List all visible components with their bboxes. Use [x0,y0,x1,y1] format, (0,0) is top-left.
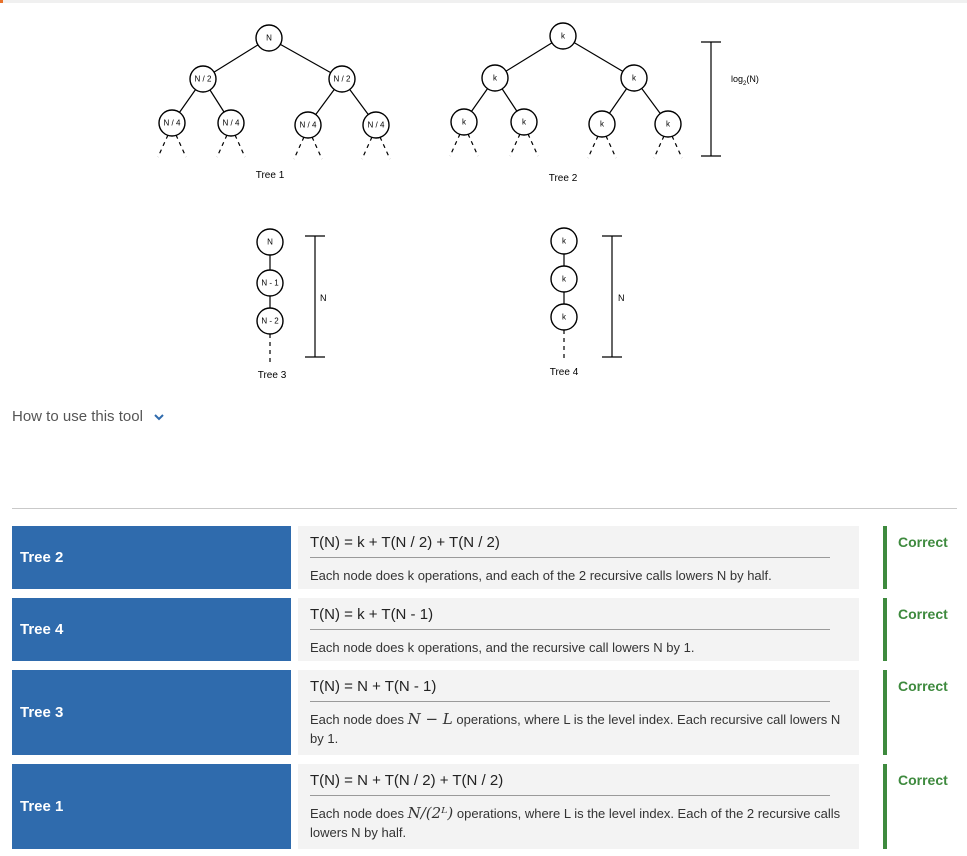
tree-3: N N - 1 N - 2 N Tree 3 [256,228,327,381]
tree-2-node-label: k [632,74,637,83]
tree-3-node [256,269,284,297]
tree-1-node [158,109,186,137]
tree-2-caption: Tree 2 [549,173,578,184]
tree-3-node-label: N [267,238,273,247]
status-correct: Correct [883,526,959,589]
tree-2-node-label: k [522,118,527,127]
status-correct: Correct [883,764,959,849]
recurrence-formula: T(N) = N + T(N - 1) [310,676,830,702]
answer-card[interactable]: T(N) = k + T(N - 1) Each node does k ope… [298,598,859,661]
recursion-trees-diagram: N N / 2 N / 2 N / 4 N / 4 N / 4 N / 4 Tr… [157,22,759,381]
recurrence-formula: T(N) = N + T(N / 2) + T(N / 2) [310,770,830,796]
tree-1: N N / 2 N / 2 N / 4 N / 4 N / 4 N / 4 Tr… [157,24,391,181]
tree-3-button[interactable]: Tree 3 [12,670,291,755]
tree-1-node-label: N / 4 [223,119,240,128]
tree-1-node [294,111,322,139]
tree-1-node [362,111,390,139]
tree-2-root-label: k [561,32,566,41]
tree-1-node [217,109,245,137]
how-to-use-toggle[interactable]: How to use this tool [12,408,165,425]
tree-4-height-label: N [618,293,625,303]
tree-1-node [189,65,217,93]
tree-1-node-label: N / 2 [195,75,212,84]
tree-2-node-label: k [462,118,467,127]
tree-2-node [588,110,616,138]
tree-2-node [450,108,478,136]
tree-2-node [481,64,509,92]
tree-1-node-label: N / 4 [300,121,317,130]
recurrence-formula: T(N) = k + T(N / 2) + T(N / 2) [310,532,830,558]
recurrence-description: Each node does k operations, and the rec… [310,640,695,655]
tree-2-node-label: k [600,120,605,129]
tree-4: k k k N Tree 4 [550,227,625,378]
tree-1-node [328,65,356,93]
tree-2-node-label: k [493,74,498,83]
tree-1-caption: Tree 1 [256,170,285,181]
tree-4-node [550,303,578,331]
tree-1-button[interactable]: Tree 1 [12,764,291,849]
math-expression: N − L [407,710,453,728]
answer-card[interactable]: T(N) = N + T(N / 2) + T(N / 2) Each node… [298,764,859,849]
tree-3-node [256,307,284,335]
tree-4-node-label: k [562,313,567,322]
recurrence-description: Each node does N/(2ᴸ) operations, where … [310,804,841,840]
section-divider [12,508,957,509]
recurrence-description: Each node does k operations, and each of… [310,568,772,583]
tree-2-node [654,110,682,138]
chevron-down-icon [154,413,164,420]
tree-4-node-label: k [562,237,567,246]
tree-4-caption: Tree 4 [550,367,579,378]
tree-3-node [256,228,284,256]
tree-3-height-label: N [320,293,327,303]
tree-4-node [550,265,578,293]
tree-2: k k k k k k k log2(N) Tree 2 [449,22,759,184]
tree-1-node-label: N / 2 [334,75,351,84]
status-correct: Correct [883,670,959,755]
status-correct: Correct [883,598,959,661]
tree-3-node-label: N - 1 [261,279,279,288]
tree-1-node-label: N / 4 [368,121,385,130]
answer-card[interactable]: T(N) = N + T(N - 1) Each node does N − L… [298,670,859,755]
tree-4-node-label: k [562,275,567,284]
tree-2-node [510,108,538,136]
tree-3-caption: Tree 3 [258,370,287,381]
how-to-use-label: How to use this tool [12,408,143,425]
top-bar [0,0,967,3]
math-expression: N/(2ᴸ) [407,804,454,822]
tree-4-button[interactable]: Tree 4 [12,598,291,661]
answer-card[interactable]: T(N) = k + T(N / 2) + T(N / 2) Each node… [298,526,859,589]
top-bar-accent [0,0,3,3]
tree-2-root-node [549,22,577,50]
tree-1-root-node [255,24,283,52]
tree-3-node-label: N - 2 [261,317,279,326]
recurrence-formula: T(N) = k + T(N - 1) [310,604,830,630]
tree-4-node [550,227,578,255]
tree-1-root-label: N [266,34,272,43]
tree-2-button[interactable]: Tree 2 [12,526,291,589]
recurrence-description: Each node does N − L operations, where L… [310,710,841,746]
tree-2-node-label: k [666,120,671,129]
tree-2-node [620,64,648,92]
tree-1-node-label: N / 4 [164,119,181,128]
tree-2-height-label: log2(N) [731,74,759,87]
